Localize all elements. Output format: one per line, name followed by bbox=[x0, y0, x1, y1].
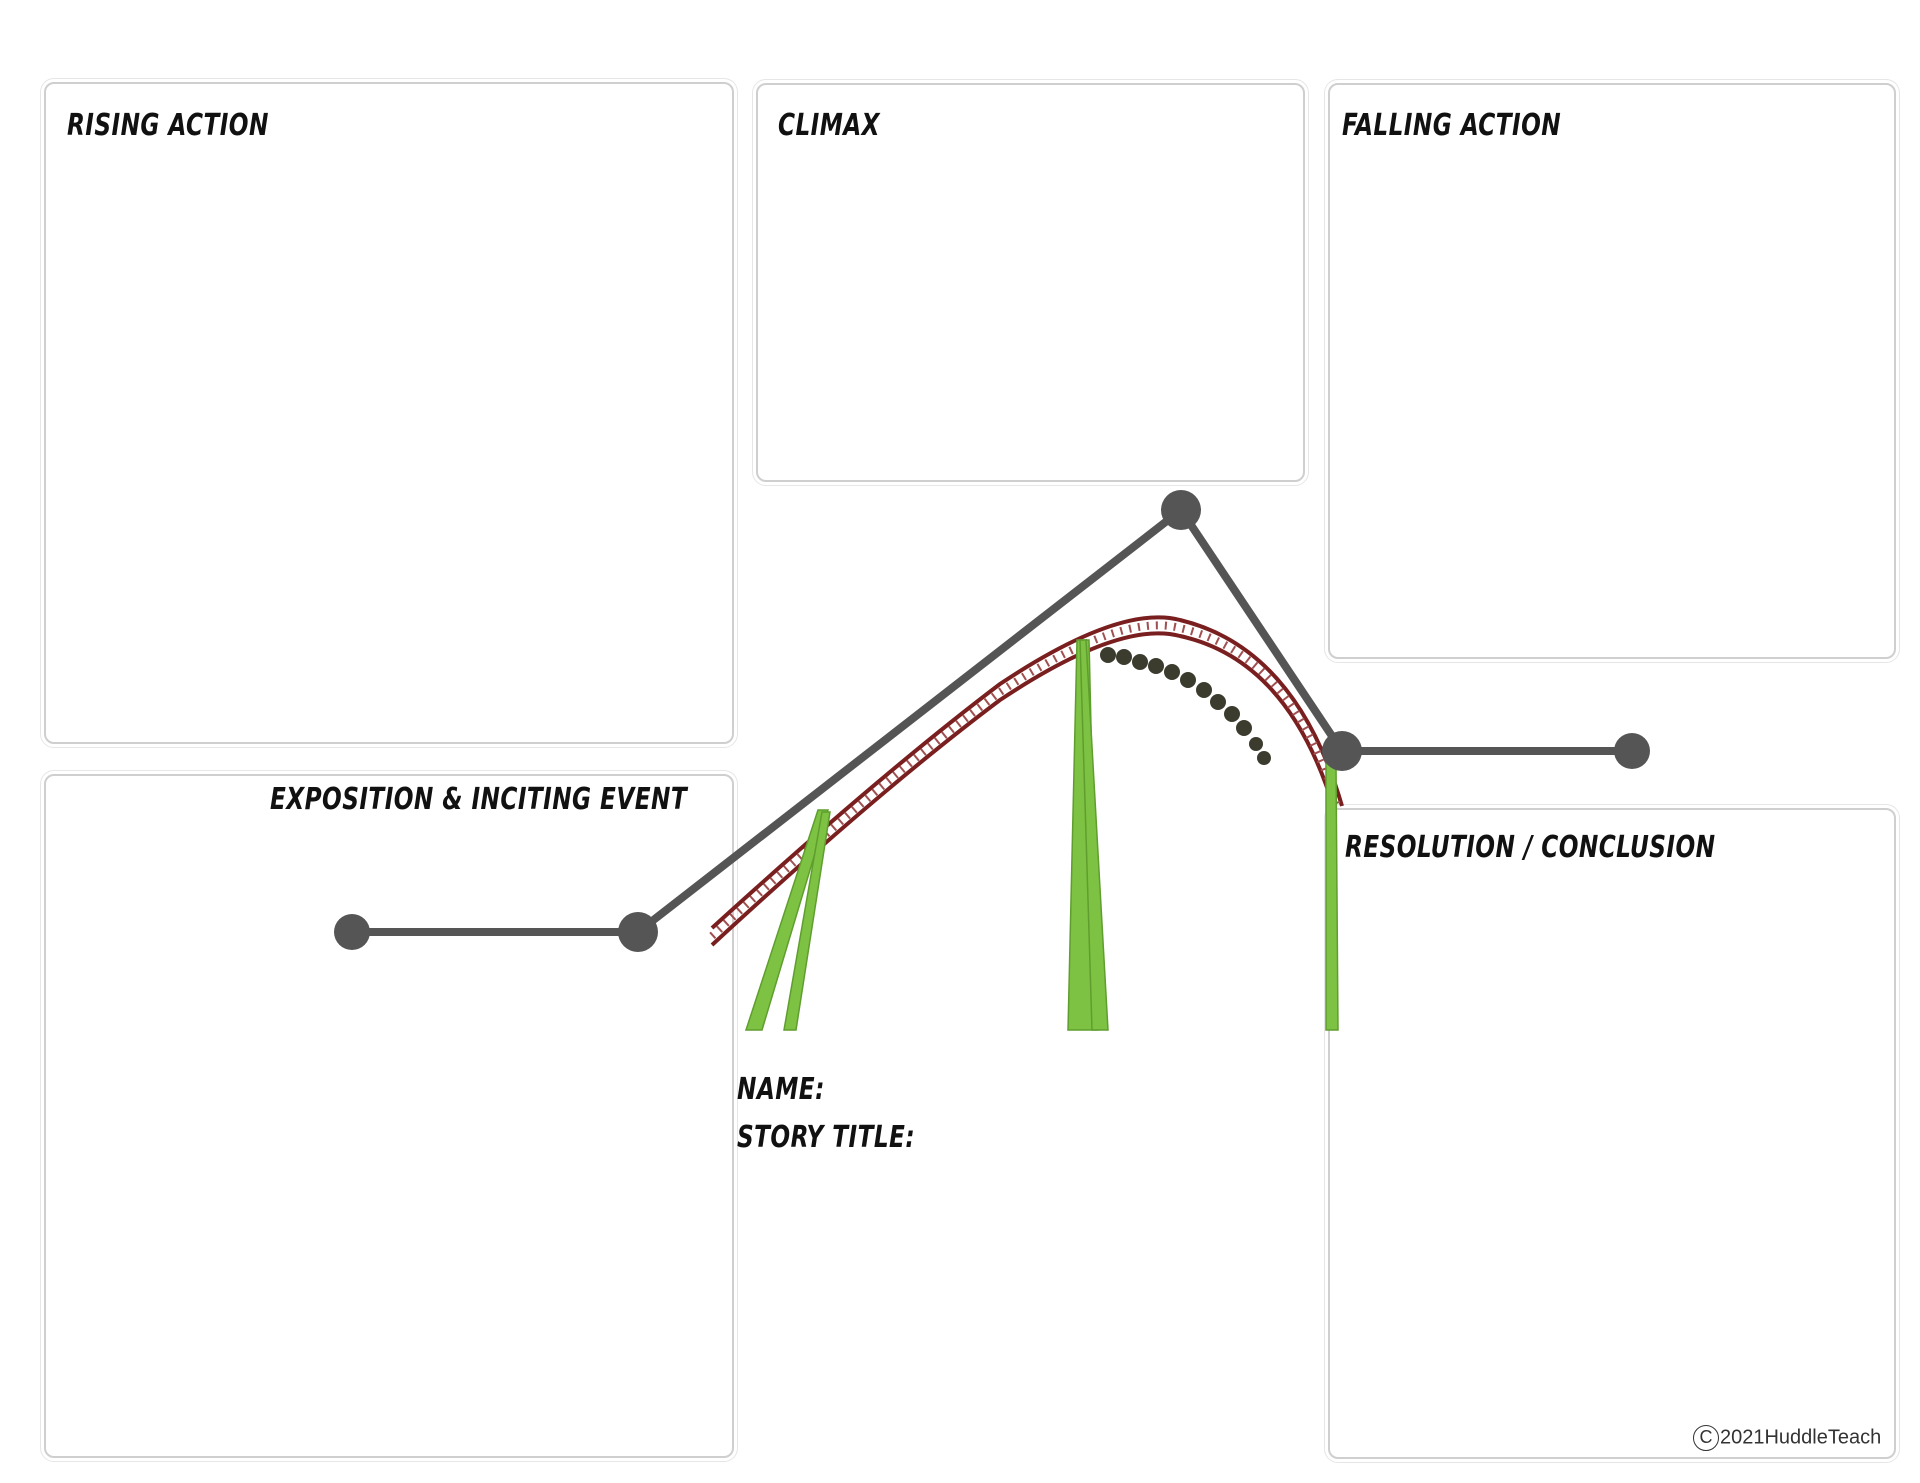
exposition-label: EXPOSITION & INCITING EVENT bbox=[270, 782, 688, 817]
story-title-field-label: STORY TITLE: bbox=[737, 1120, 916, 1155]
copyright-icon: C bbox=[1693, 1425, 1719, 1451]
name-field-label: NAME: bbox=[737, 1072, 825, 1107]
coaster-track bbox=[709, 615, 1344, 947]
copyright-text: 2021HuddleTeach bbox=[1720, 1426, 1882, 1449]
resolution-box[interactable] bbox=[1324, 804, 1900, 1463]
climax-box[interactable] bbox=[752, 79, 1309, 486]
resolution-end-point bbox=[1614, 733, 1650, 769]
coaster-train bbox=[1100, 647, 1271, 765]
coaster-supports bbox=[744, 639, 1339, 1031]
falling-action-label: FALLING ACTION bbox=[1342, 108, 1562, 143]
climax-point bbox=[1161, 490, 1201, 530]
falling-action-end-point bbox=[1322, 731, 1362, 771]
rising-action-label: RISING ACTION bbox=[67, 108, 269, 143]
falling-action-box[interactable] bbox=[1324, 79, 1900, 663]
rising-action-box[interactable] bbox=[40, 78, 738, 748]
exposition-box[interactable] bbox=[40, 770, 738, 1462]
climax-label: CLIMAX bbox=[778, 108, 881, 143]
resolution-label: RESOLUTION / CONCLUSION bbox=[1345, 830, 1716, 865]
